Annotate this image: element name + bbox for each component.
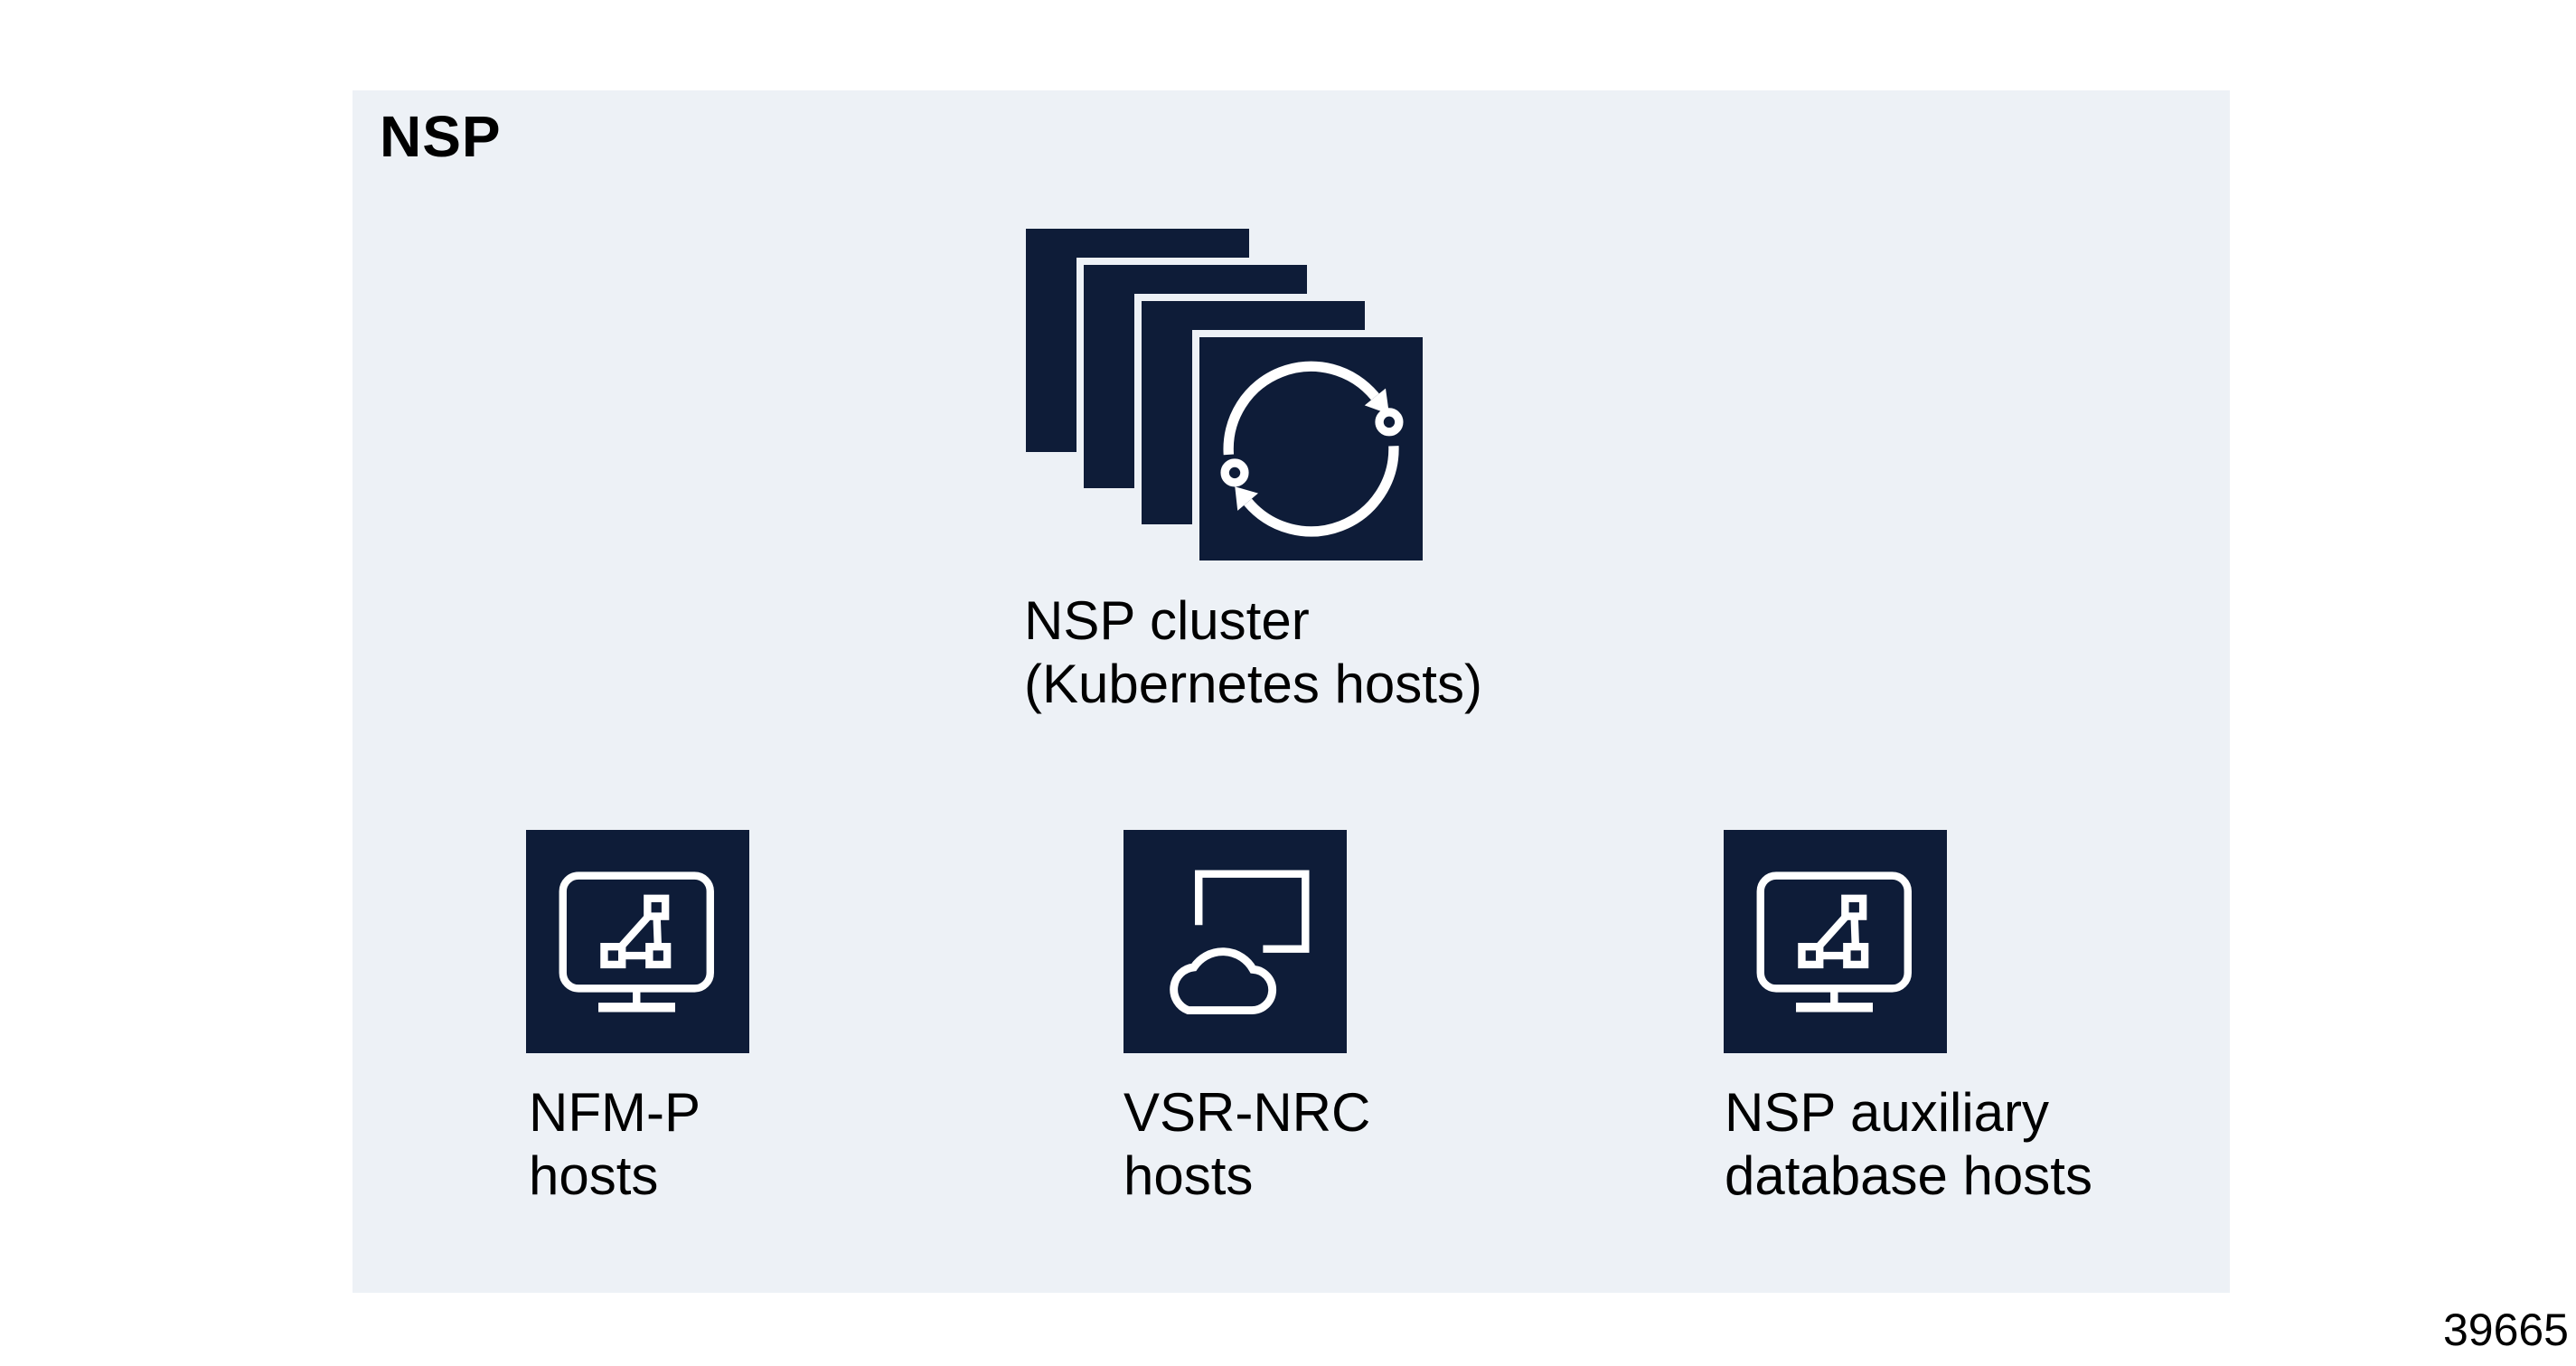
nsp-cluster-icon	[1026, 229, 1423, 561]
monitor-network-icon	[559, 871, 714, 1013]
aux-db-hosts-tile	[1724, 830, 1947, 1053]
figure-number: 39665	[2442, 1305, 2569, 1355]
panel-title: NSP	[380, 104, 502, 169]
stack-square-front	[1199, 337, 1423, 561]
nfmp-hosts-label: NFM-P hosts	[529, 1081, 700, 1208]
aux-db-hosts-label-line1: NSP auxiliary	[1725, 1082, 2050, 1143]
nfmp-hosts-tile	[526, 830, 749, 1053]
vsr-nrc-hosts-tile	[1123, 830, 1347, 1053]
aux-db-hosts-label: NSP auxiliary database hosts	[1725, 1081, 2092, 1208]
sync-arrows-icon	[1220, 361, 1404, 537]
nfmp-hosts-label-line2: hosts	[529, 1145, 659, 1206]
vsr-nrc-hosts-label-line2: hosts	[1123, 1145, 1254, 1206]
nsp-cluster-label: NSP cluster (Kubernetes hosts)	[1024, 589, 1482, 716]
vsr-nrc-hosts-label: VSR-NRC hosts	[1123, 1081, 1370, 1208]
monitor-network-icon	[1756, 871, 1912, 1013]
cloud-screen-icon	[1170, 870, 1310, 1015]
nsp-boundary-panel: NSP NSP cluster (Kubernetes hosts)	[353, 90, 2230, 1293]
nsp-cluster-label-line2: (Kubernetes hosts)	[1024, 654, 1482, 714]
nfmp-hosts-label-line1: NFM-P	[529, 1082, 700, 1143]
vsr-nrc-hosts-label-line1: VSR-NRC	[1123, 1082, 1371, 1143]
aux-db-hosts-label-line2: database hosts	[1725, 1145, 2092, 1206]
nsp-cluster-label-line1: NSP cluster	[1024, 590, 1310, 651]
